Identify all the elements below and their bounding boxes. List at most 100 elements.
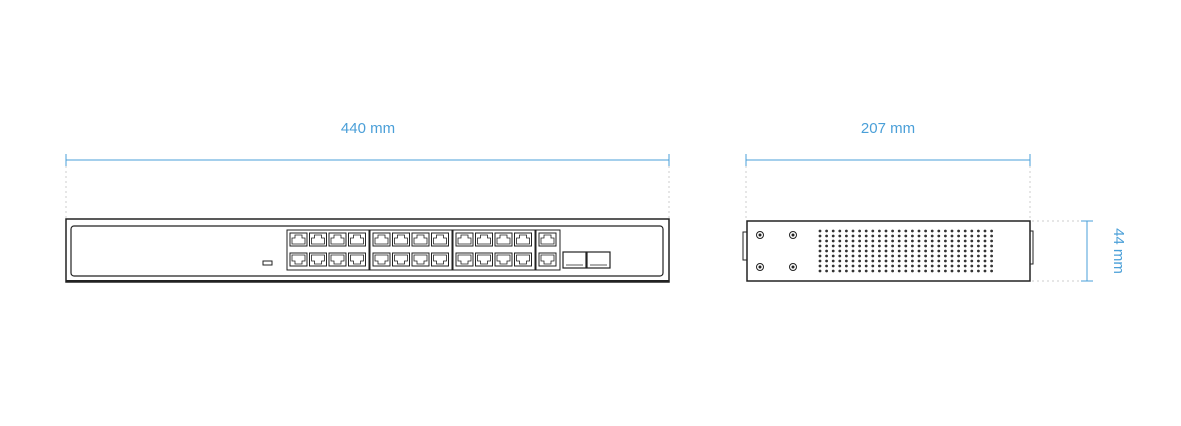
rj45-port — [309, 232, 327, 247]
vent-hole — [897, 249, 901, 253]
vent-hole — [897, 229, 901, 233]
vent-hole — [818, 234, 822, 238]
vent-hole — [983, 264, 987, 268]
vent-hole — [963, 269, 967, 273]
vent-hole — [930, 239, 934, 243]
vent-hole — [957, 244, 960, 248]
vent-hole — [924, 239, 927, 243]
vent-hole — [950, 254, 954, 258]
screw-icon — [789, 263, 797, 271]
vent-hole — [845, 264, 848, 268]
vent-hole — [963, 259, 967, 263]
vent-hole — [924, 259, 927, 263]
vent-hole — [858, 244, 861, 248]
vent-hole — [851, 249, 855, 253]
vent-hole — [858, 269, 861, 273]
vent-hole — [930, 244, 934, 248]
vent-hole — [891, 264, 894, 268]
vent-hole — [858, 239, 861, 243]
vent-hole — [831, 254, 835, 258]
vent-hole — [838, 254, 842, 258]
vent-hole — [838, 264, 842, 268]
rj45-port — [348, 232, 366, 247]
vent-hole — [845, 239, 848, 243]
vent-hole — [891, 239, 894, 243]
vent-hole — [858, 264, 861, 268]
depth-dimension — [745, 154, 1031, 166]
vent-hole — [871, 249, 875, 253]
vent-hole — [977, 244, 980, 248]
rj45-port — [538, 232, 557, 247]
vent-hole — [831, 259, 835, 263]
vent-hole — [944, 264, 947, 268]
vent-hole — [871, 259, 875, 263]
vent-hole — [963, 249, 967, 253]
vent-hole — [864, 249, 868, 253]
vent-hole — [917, 259, 921, 263]
vent-hole — [904, 259, 908, 263]
vent-hole — [825, 244, 828, 248]
vent-hole — [818, 239, 822, 243]
vent-hole — [884, 229, 888, 233]
vent-hole — [924, 234, 927, 238]
vent-hole — [897, 244, 901, 248]
vent-hole — [864, 259, 868, 263]
vent-hole — [884, 254, 888, 258]
vent-hole — [864, 229, 868, 233]
vent-hole — [917, 264, 921, 268]
vent-hole — [944, 254, 947, 258]
vent-hole — [930, 264, 934, 268]
port-group — [369, 229, 453, 271]
vent-hole — [957, 254, 960, 258]
vent-hole — [897, 234, 901, 238]
vent-hole — [957, 264, 960, 268]
rj45-port — [392, 232, 410, 247]
vent-hole — [838, 259, 842, 263]
vent-hole — [924, 269, 927, 273]
vent-hole — [845, 254, 848, 258]
vent-hole — [911, 244, 914, 248]
vent-hole — [891, 244, 894, 248]
vent-hole — [917, 249, 921, 253]
vent-hole — [818, 259, 822, 263]
vent-hole — [924, 249, 927, 253]
vent-hole — [970, 259, 974, 263]
vent-hole — [878, 269, 881, 273]
vent-hole — [818, 269, 822, 273]
vent-hole — [937, 264, 941, 268]
vent-hole — [838, 229, 842, 233]
front-view — [65, 218, 670, 283]
vent-hole — [838, 239, 842, 243]
vent-hole — [878, 254, 881, 258]
vent-hole — [904, 249, 908, 253]
vent-hole — [963, 229, 967, 233]
vent-hole — [838, 269, 842, 273]
vent-hole — [983, 254, 987, 258]
vent-hole — [911, 239, 914, 243]
vent-hole — [897, 259, 901, 263]
vent-hole — [990, 234, 993, 238]
vent-hole — [937, 259, 941, 263]
vent-hole — [957, 239, 960, 243]
vent-hole — [950, 259, 954, 263]
depth-label: 207 mm — [861, 120, 915, 137]
vent-hole — [825, 239, 828, 243]
vent-hole — [818, 244, 822, 248]
vent-hole — [924, 229, 927, 233]
vent-hole — [845, 249, 848, 253]
vent-hole — [963, 234, 967, 238]
sfp-slot — [562, 251, 587, 269]
rj45-port — [309, 252, 327, 267]
vent-hole — [831, 239, 835, 243]
vent-hole — [831, 229, 835, 233]
vent-hole — [977, 254, 980, 258]
vent-hole — [911, 259, 914, 263]
rj45-port-block — [286, 229, 611, 271]
vent-hole — [930, 269, 934, 273]
rj45-port — [475, 252, 493, 267]
width-dimension — [65, 154, 670, 166]
vent-hole — [891, 269, 894, 273]
vent-hole — [871, 269, 875, 273]
vent-hole — [851, 239, 855, 243]
vent-hole — [911, 249, 914, 253]
